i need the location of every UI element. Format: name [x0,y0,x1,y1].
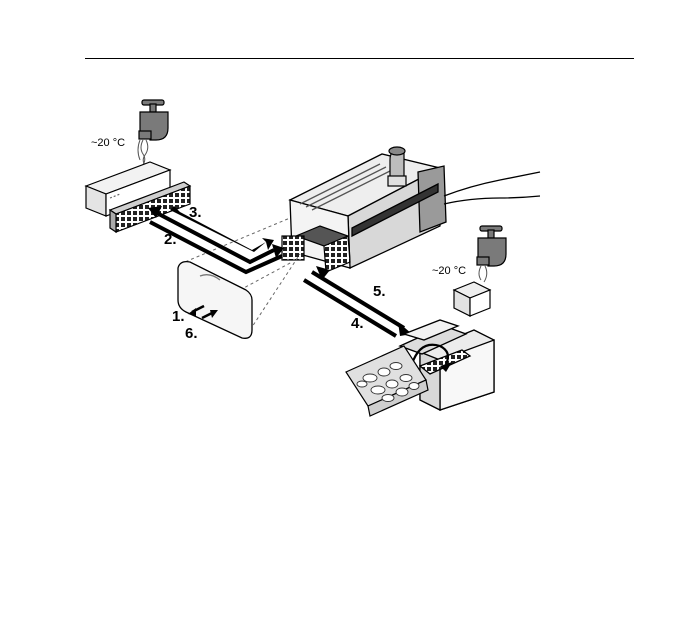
step-2-label: 2. [164,231,177,248]
step-4-label: 4. [351,315,364,332]
water-stream-left-icon [138,140,148,166]
power-cable [444,172,540,204]
step-3-label: 3. [189,204,202,221]
step-6-label: 6. [185,325,198,342]
step-5-label: 5. [373,283,386,300]
temperature-label-right: ~20 °C [432,265,466,277]
sponge-block-right [454,282,490,316]
pump-outlet-nozzle [388,147,406,186]
faucet-right-icon [477,226,506,266]
pump-housing [290,154,446,268]
faucet-left-icon [139,100,168,140]
step-1-label: 1. [172,308,185,325]
temperature-label-left: ~20 °C [91,137,125,149]
water-stream-right-icon [479,266,487,282]
